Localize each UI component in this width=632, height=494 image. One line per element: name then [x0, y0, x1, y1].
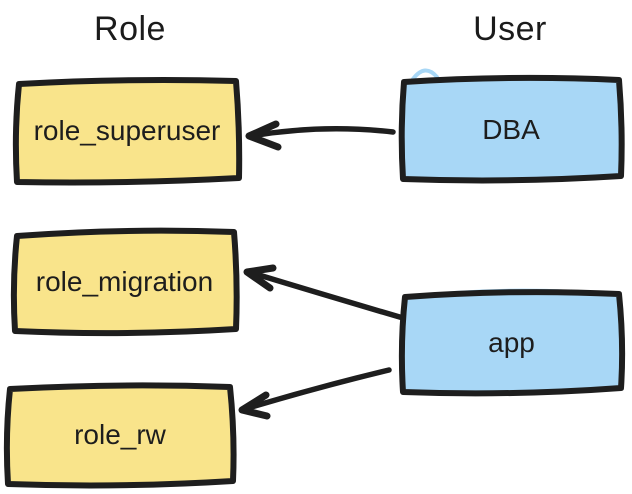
dba-box: [398, 74, 625, 184]
role-rw-box: [3, 382, 237, 489]
role-superuser-box: [12, 77, 243, 186]
arrowhead-app-to-role-migration: [243, 264, 277, 292]
arrow-dba-to-role-superuser: [248, 126, 396, 139]
app-box: [398, 289, 626, 397]
arrowhead-dba-to-role-superuser: [245, 120, 282, 151]
arrow-app-to-role-rw: [242, 367, 392, 412]
user-column-title: User: [473, 9, 547, 48]
app-label: app: [488, 327, 535, 358]
dba-box-smudge: [411, 68, 439, 81]
arrowhead-app-to-role-rw: [238, 391, 271, 420]
role-superuser-label: role_superuser: [33, 115, 221, 146]
role-migration-box: [10, 227, 240, 337]
arrow-app-to-role-migration: [246, 269, 406, 321]
role-migration-label: role_migration: [35, 265, 214, 297]
dba-label: DBA: [482, 113, 540, 145]
role-rw-label: role_rw: [74, 419, 166, 450]
role-column-title: Role: [94, 9, 166, 48]
